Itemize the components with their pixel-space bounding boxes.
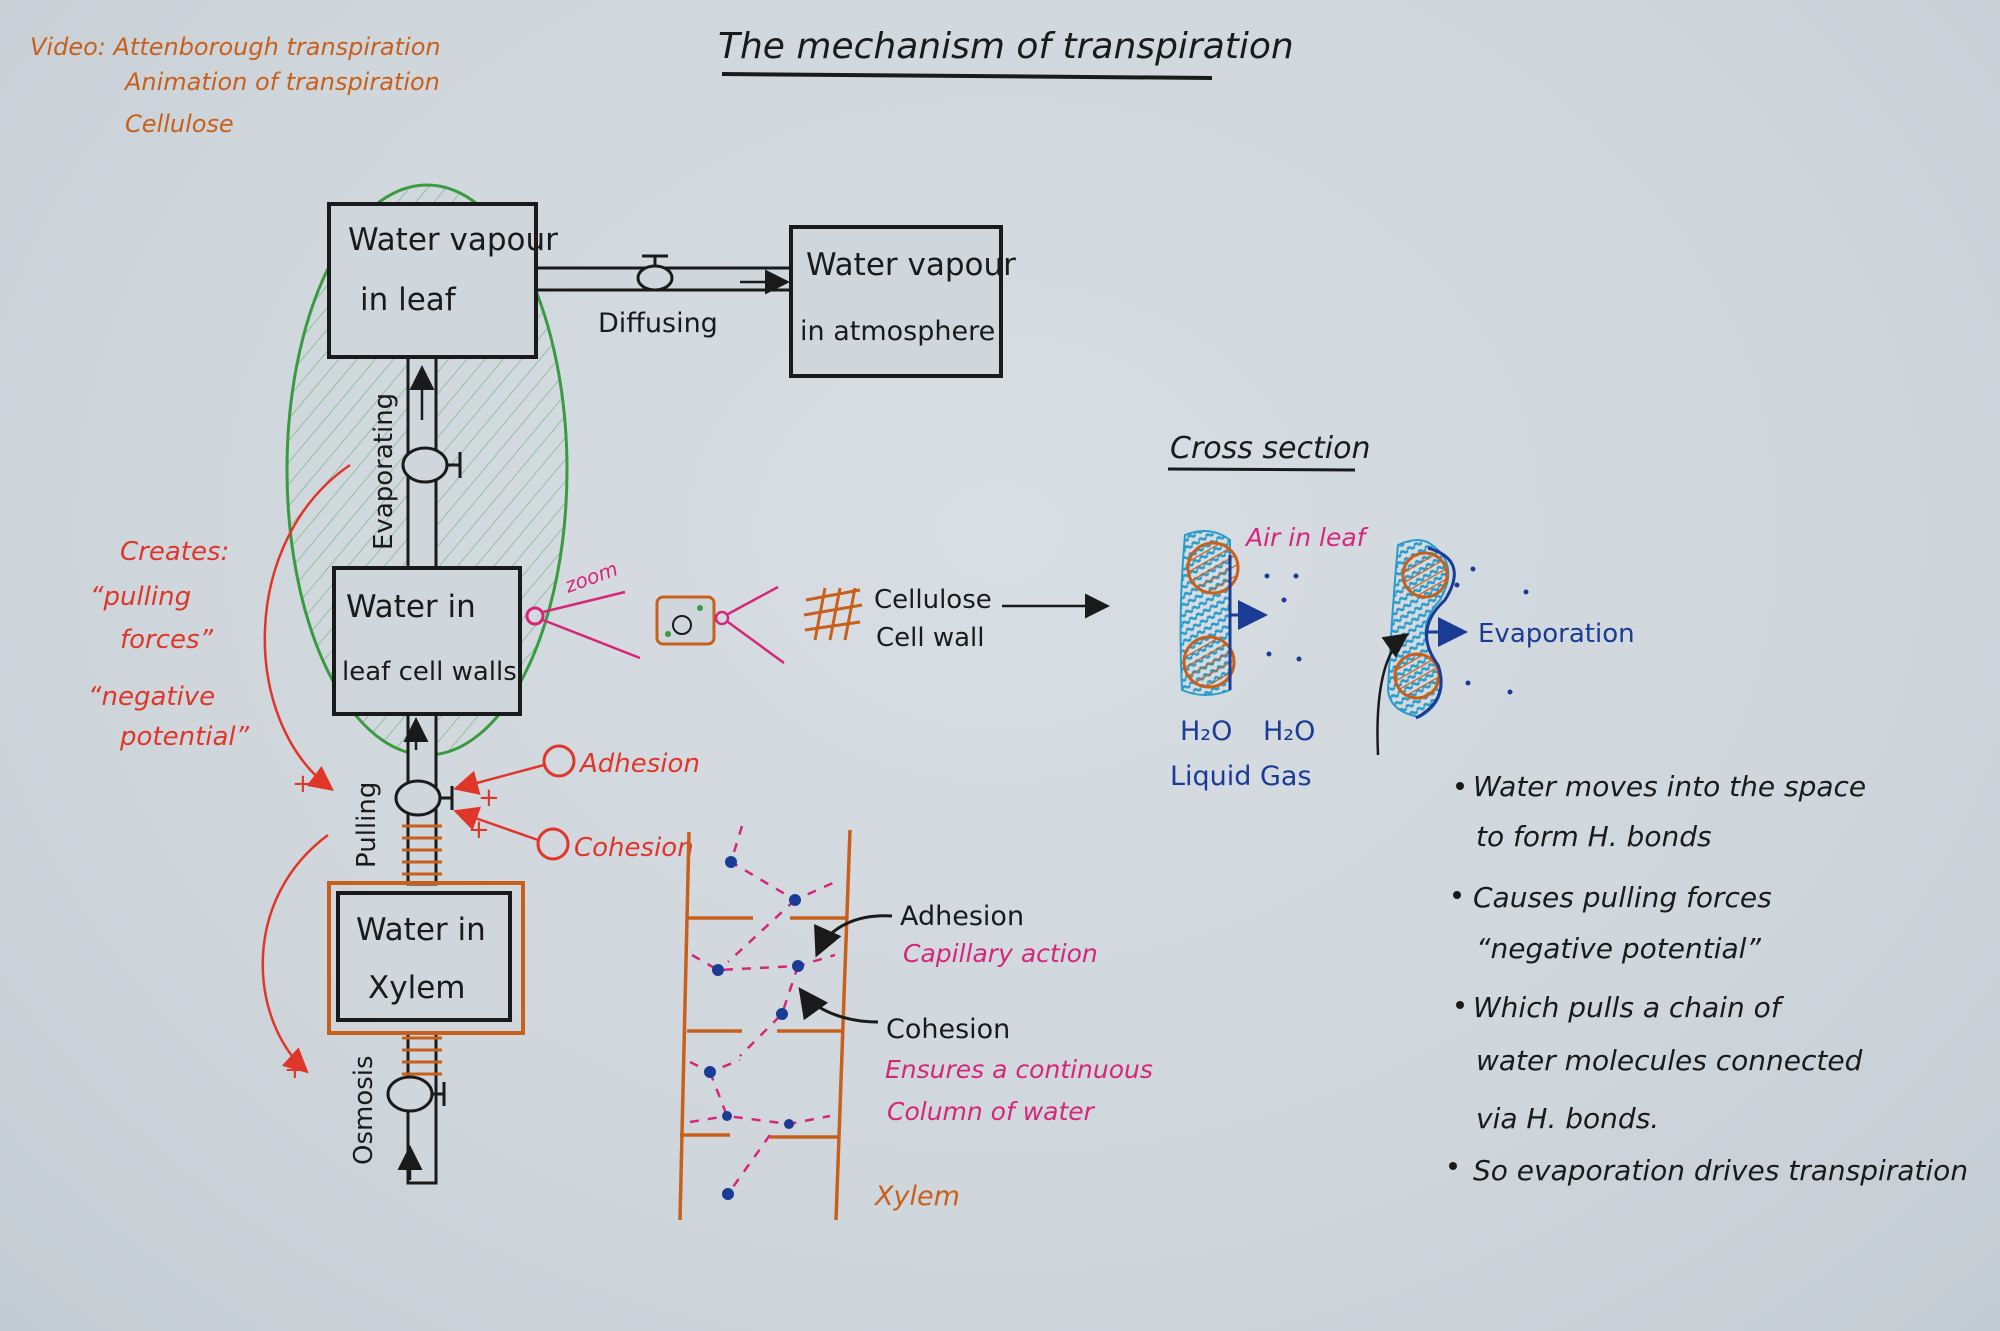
pulling-label: Pulling — [352, 782, 382, 868]
box-water-in-leaf-cell-walls: Water in leaf cell walls — [332, 566, 522, 716]
valve-icon — [386, 1075, 446, 1113]
diffusing-label: Diffusing — [598, 308, 718, 339]
capillary-action-label: Capillary action — [903, 939, 1098, 968]
bullet-line: water molecules connected — [1476, 1044, 1863, 1077]
plus-sign: + — [292, 769, 314, 799]
cohesion-pointer-arrow — [798, 987, 879, 1024]
adhesion-arrow — [453, 763, 545, 795]
box-label: leaf cell walls — [342, 657, 517, 687]
creates-label: Creates: — [120, 537, 229, 567]
zoom-circle — [525, 606, 545, 626]
bullet-line: So evaporation drives transpiration — [1473, 1154, 1968, 1187]
cellulose-label: Cellulose — [874, 585, 992, 615]
box-label: in atmosphere — [800, 316, 995, 347]
xylem-adhesion-label: Adhesion — [900, 901, 1024, 932]
bullet-line: via H. bonds. — [1476, 1102, 1659, 1135]
cross-section-underline — [1167, 467, 1356, 472]
liquid-label: Liquid — [1170, 761, 1251, 792]
hydrogen-bonds — [689, 825, 836, 1195]
creates-line: forces” — [120, 625, 214, 655]
title-underline — [721, 72, 1213, 80]
red-curved-arrow — [263, 463, 351, 792]
air-in-leaf-label: Air in leaf — [1244, 523, 1369, 552]
box-water-vapour-in-leaf: Water vapour in leaf — [327, 202, 558, 359]
cross-section-curved — [1386, 539, 1456, 720]
box-label: Xylem — [368, 970, 465, 1006]
zoom-lines — [542, 590, 641, 660]
box-water-in-xylem: Water in Xylem — [327, 881, 525, 1035]
cohesion-label: Cohesion — [574, 833, 694, 863]
box-label: in leaf — [360, 282, 457, 318]
nucleus-icon — [672, 615, 692, 635]
space-pointer-arrow — [1376, 633, 1410, 756]
spring-icon — [402, 824, 442, 1076]
evaporating-label: Evaporating — [369, 393, 399, 550]
cellulose-mesh-icon — [803, 587, 863, 641]
bullet-list: Water moves into the space to form H. bo… — [1449, 770, 1968, 1187]
gas-molecules — [1264, 566, 1529, 695]
box-label: Water in — [346, 589, 476, 625]
cell-wall-label: Cell wall — [876, 623, 985, 653]
box-water-vapour-in-atmosphere: Water vapour in atmosphere — [789, 225, 1016, 378]
zoom-lines — [727, 585, 785, 665]
osmosis-label: Osmosis — [349, 1055, 379, 1165]
evaporation-label: Evaporation — [1478, 619, 1635, 649]
bullet-line: Which pulls a chain of — [1473, 991, 1785, 1024]
valve-icon — [636, 254, 674, 292]
box-label: Water vapour — [806, 247, 1016, 283]
bullet-line: Water moves into the space — [1473, 770, 1866, 803]
page-title: The mechanism of transpiration — [718, 26, 1294, 67]
creates-line: “negative — [88, 682, 215, 712]
bullet-line: “negative potential” — [1476, 932, 1761, 965]
valve-icon — [394, 779, 454, 817]
box-label: Water vapour — [348, 222, 558, 258]
zoom-label: zoom — [561, 557, 621, 599]
video-note-1: Video: Attenborough transpiration — [30, 33, 441, 61]
valve-icon — [401, 446, 462, 484]
video-note-3: Cellulose — [125, 110, 234, 138]
cross-section-flat — [1179, 530, 1240, 696]
box-label: Water in — [356, 912, 486, 948]
ensures-label: Ensures a continuous — [885, 1055, 1153, 1084]
adhesion-circle — [542, 744, 576, 778]
xylem-cohesion-label: Cohesion — [886, 1014, 1010, 1045]
cohesion-circle — [536, 827, 570, 861]
plus-sign: + — [478, 783, 500, 813]
cohesion-arrow — [453, 806, 539, 842]
plus-sign: + — [284, 1055, 306, 1085]
h2o-gas-formula: H₂O — [1263, 716, 1315, 747]
cell-icon — [655, 595, 716, 646]
column-of-water-label: Column of water — [887, 1097, 1096, 1126]
red-curved-arrow — [261, 833, 329, 1074]
creates-line: potential” — [119, 722, 250, 752]
gas-label: Gas — [1260, 761, 1312, 792]
water-molecules — [704, 856, 804, 1200]
xylem-vessel — [678, 829, 852, 1221]
bullet-line: to form H. bonds — [1476, 820, 1712, 853]
cross-section-title: Cross section — [1170, 431, 1370, 466]
bullet-line: Causes pulling forces — [1473, 881, 1772, 914]
adhesion-label: Adhesion — [578, 749, 700, 779]
creates-line: “pulling — [90, 582, 191, 612]
video-note-2: Animation of transpiration — [123, 68, 440, 96]
h2o-liquid-formula: H₂O — [1180, 716, 1232, 747]
xylem-label: Xylem — [873, 1181, 960, 1212]
adhesion-pointer-arrow — [814, 914, 893, 958]
